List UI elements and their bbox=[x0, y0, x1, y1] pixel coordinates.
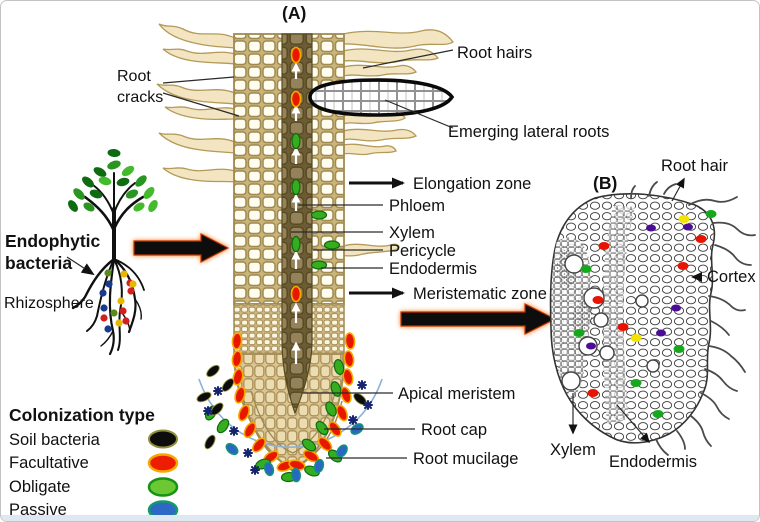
endodermis-label: Endodermis bbox=[389, 260, 477, 278]
facultative-bacterium bbox=[290, 46, 302, 64]
b-endodermis-label: Endodermis bbox=[609, 453, 697, 471]
obligate-bacterium bbox=[323, 240, 341, 250]
panel-a-to-b-arrow-icon bbox=[400, 303, 557, 335]
rhizosphere-label: Rhizosphere bbox=[4, 295, 94, 312]
facultative-bacterium bbox=[290, 90, 302, 108]
b-root-hair-label: Root hair bbox=[661, 157, 728, 175]
facultative-swatch bbox=[147, 453, 179, 473]
cross-section-tissue bbox=[549, 192, 716, 444]
obligate-bacterium bbox=[291, 178, 301, 196]
obligate-bacterium bbox=[291, 132, 301, 150]
b-root-hair-pointer-arrow bbox=[671, 177, 685, 202]
elongation-zone-label: Elongation zone bbox=[413, 175, 531, 193]
emerging-lateral-root bbox=[308, 78, 455, 117]
root-hairs-label: Root hairs bbox=[457, 44, 532, 62]
legend-item-facultative: Facultative bbox=[9, 453, 179, 473]
legend-label: Soil bacteria bbox=[9, 431, 101, 449]
root-cap-layer-inner bbox=[250, 390, 336, 454]
apical-meristem-label: Apical meristem bbox=[398, 385, 515, 403]
root-hairs-right bbox=[342, 29, 454, 257]
root-cracks-label-line1: Root bbox=[117, 68, 151, 85]
legend-label: Facultative bbox=[9, 454, 89, 472]
root-hairs-pointer-line bbox=[362, 49, 454, 69]
b-endodermis-pointer-arrow bbox=[616, 404, 650, 444]
obligate-bacterium bbox=[310, 210, 328, 220]
tree-illustration: Endophytic bacteria Rhizosphere bbox=[4, 148, 158, 356]
soil-bacteria-swatch bbox=[148, 429, 178, 449]
cross-section-root-hairs bbox=[630, 181, 756, 456]
rhizosphere-bacteria-dots bbox=[99, 269, 137, 333]
tree-to-root-arrow-icon bbox=[133, 233, 230, 263]
bottom-strip bbox=[1, 515, 759, 521]
root-cracks-pointer-line bbox=[162, 92, 240, 117]
tree-roots bbox=[71, 257, 145, 356]
endophytic-bacteria-pointer-arrow bbox=[66, 256, 95, 276]
cortex-bacteria bbox=[310, 210, 341, 270]
legend-title: Colonization type bbox=[9, 405, 155, 425]
endophytic-bacteria-label-line1: Endophytic bbox=[5, 231, 101, 251]
colonization-legend: Colonization type Soil bacteria Facultat… bbox=[9, 405, 179, 520]
phloem-label: Phloem bbox=[389, 197, 445, 215]
legend-label: Passive bbox=[9, 501, 67, 519]
b-xylem-label: Xylem bbox=[550, 441, 596, 459]
legend-item-soil-bacteria: Soil bacteria bbox=[9, 429, 178, 449]
root-mucilage-label: Root mucilage bbox=[413, 450, 518, 468]
facultative-bacterium bbox=[290, 285, 302, 303]
emerging-lateral-roots-label: Emerging lateral roots bbox=[448, 123, 609, 141]
panel-b-title: (B) bbox=[593, 173, 617, 193]
b-cortex-label: Cortex bbox=[707, 268, 756, 286]
obligate-bacterium bbox=[310, 260, 328, 270]
obligate-swatch bbox=[147, 477, 179, 497]
root-cracks-label-line2: cracks bbox=[117, 89, 163, 106]
cross-section-radial-files bbox=[602, 205, 635, 425]
b-cortex-pointer-arrow bbox=[691, 272, 702, 282]
motile-bacterium-icon bbox=[203, 380, 373, 475]
emerging-lateral-roots-pointer-line bbox=[384, 99, 454, 129]
xylem-label: Xylem bbox=[389, 224, 435, 242]
root-hairs-left bbox=[156, 23, 236, 183]
panel-b-cross-section: (B) bbox=[549, 157, 756, 471]
meristematic-zone-label: Meristematic zone bbox=[413, 285, 547, 303]
panel-a-title: (A) bbox=[282, 3, 306, 23]
pericycle-label: Pericycle bbox=[389, 242, 456, 260]
cross-section-bacteria bbox=[573, 210, 717, 418]
obligate-bacterium bbox=[291, 235, 301, 253]
endophytic-bacteria-label-line2: bacteria bbox=[5, 253, 72, 273]
root-cap-label: Root cap bbox=[421, 421, 487, 439]
root-stele bbox=[281, 33, 313, 415]
legend-label: Obligate bbox=[9, 478, 70, 496]
stele-bacteria bbox=[290, 46, 302, 303]
legend-item-obligate: Obligate bbox=[9, 477, 179, 497]
tree-canopy bbox=[68, 148, 158, 212]
root-cracks-pointer-line bbox=[162, 76, 235, 84]
legend-item-passive: Passive bbox=[9, 500, 179, 520]
panel-a-root: (A) bbox=[117, 3, 609, 483]
cross-section-stipple bbox=[572, 299, 593, 335]
